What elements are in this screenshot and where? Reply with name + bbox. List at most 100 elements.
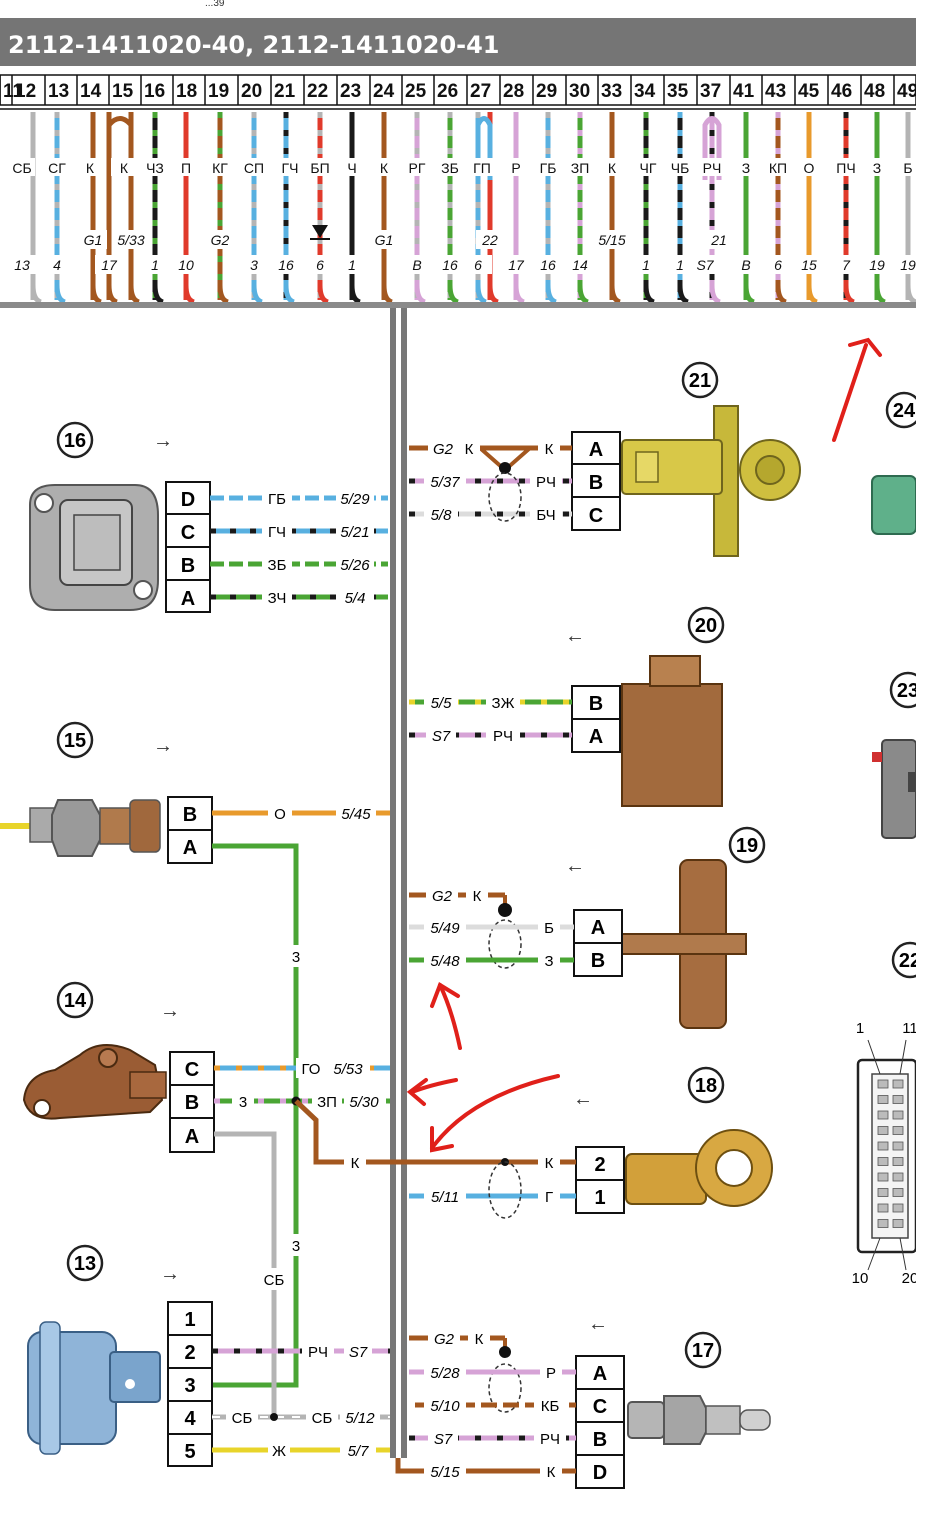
wire-ref: 5/45 — [341, 806, 371, 823]
wire-code: ЗБ — [441, 160, 459, 176]
connector-18: 2 1 — [575, 1146, 625, 1214]
wire-ref: 5/10 — [430, 1398, 460, 1415]
wire-code: ГЧ — [268, 524, 286, 541]
wire-ref: 5/8 — [431, 507, 453, 524]
knock-sensor-body — [625, 1129, 773, 1207]
component-22-label: 22 — [899, 950, 921, 972]
wire-ref: 6 — [774, 257, 782, 273]
pin-label: 1 — [184, 1309, 195, 1331]
pin-label: C — [181, 522, 195, 544]
wire-code: Б — [544, 920, 554, 937]
wire-code: 3 — [239, 1094, 247, 1111]
component-13: 13 → 1 2 3 4 5 РЧ S7 СБ СБ 5/12 — [27, 1244, 390, 1467]
connector-15: B A — [167, 796, 213, 864]
wire-ref: 21 — [710, 232, 727, 248]
oxygen-sensor-body — [29, 799, 161, 857]
connector-13: 1 2 3 4 5 — [167, 1301, 213, 1467]
wire-ref: 5/7 — [348, 1443, 370, 1460]
wire-ref: 1 — [676, 257, 684, 273]
pin-label: D — [181, 489, 195, 511]
wire-code: З — [742, 160, 750, 176]
pin-label: B — [589, 472, 603, 494]
component-21: 21 A B C G2 К К 5/37 РЧ 5/8 БЧ — [409, 361, 801, 557]
wire-code: К — [545, 441, 554, 458]
component-20: 20 ← B A 5/5 ЗЖ S7 РЧ — [409, 606, 725, 807]
connector-arrow-icon: → — [160, 1000, 180, 1022]
wire-code: Г — [545, 1189, 553, 1206]
wire-code: СП — [244, 160, 264, 176]
wire-code: КБ — [541, 1398, 560, 1415]
airflow-sensor-body — [27, 1321, 161, 1455]
pin-number: 18 — [176, 81, 197, 102]
wire-code: КГ — [212, 160, 228, 176]
wire-code: СБ — [12, 160, 31, 176]
wire-code: К — [120, 160, 129, 176]
pin-number: 49 — [897, 81, 918, 102]
connector-14: C B A — [169, 1051, 215, 1153]
wire-code: ГБ — [268, 491, 286, 508]
pin-number: 27 — [470, 81, 491, 102]
wire-code: П — [181, 160, 191, 176]
pin-label: 2 — [184, 1342, 195, 1364]
wire-ref: 1 — [151, 257, 159, 273]
pin-number: 30 — [569, 81, 590, 102]
wire-code: ГО — [302, 1061, 321, 1078]
wire-code: РЧ — [540, 1431, 560, 1448]
wire-ref: 16 — [442, 257, 458, 273]
pin-number: 21 — [274, 81, 296, 102]
wire-ref: 5/48 — [430, 953, 460, 970]
pin-number: 41 — [733, 81, 755, 102]
pin-label: B — [185, 1092, 199, 1114]
wire-ref: 5/26 — [340, 557, 370, 574]
component-14-label: 14 — [64, 990, 87, 1012]
red-arrow-icon — [832, 337, 882, 442]
wire-ref: G1 — [84, 232, 103, 248]
pin-label: 5 — [184, 1441, 195, 1463]
wire-code: К — [380, 160, 389, 176]
wire-ref: 5/29 — [340, 491, 370, 508]
throttle-position-body — [621, 405, 801, 557]
wire-code: О — [804, 160, 815, 176]
connector-16: D C B A — [165, 481, 211, 613]
wire-code: К — [545, 1155, 554, 1172]
wire-ref: G1 — [375, 232, 394, 248]
wire-ref: 15 — [801, 257, 817, 273]
wire-ref: 5/4 — [345, 590, 366, 607]
wire-code: КП — [769, 160, 787, 176]
header-top-cut: ...39 — [205, 0, 225, 9]
pin-label: C — [589, 505, 603, 527]
red-arrow-icon — [430, 1074, 560, 1153]
pin-number: 37 — [700, 81, 721, 102]
wire-code: СБ — [312, 1410, 333, 1427]
wire-code: З — [544, 953, 553, 970]
pin-label: A — [591, 917, 605, 939]
pin-number: 34 — [634, 81, 656, 102]
wire-ref: 7 — [842, 257, 851, 273]
pin-number: 20 — [241, 81, 262, 102]
wire-ref: 6 — [474, 257, 482, 273]
wire-code: ГП — [473, 160, 491, 176]
pin-label: B — [591, 950, 605, 972]
wire-code: РГ — [409, 160, 426, 176]
connector-arrow-icon: ← — [565, 625, 585, 647]
wire-code: ЗП — [571, 160, 590, 176]
wire-ref: 5/37 — [430, 474, 460, 491]
pin-number: 25 — [405, 81, 427, 102]
position-sensor-body — [29, 484, 159, 611]
wire-ref: 6 — [316, 257, 324, 273]
pin-number: 10 — [852, 1270, 869, 1287]
wire-ref: 14 — [572, 257, 588, 273]
pin-label: B — [593, 1429, 607, 1451]
wire-code: ЗП — [317, 1094, 337, 1111]
shield-ground-dot — [499, 1346, 511, 1358]
wire-code: З — [873, 160, 881, 176]
pin-label: 4 — [184, 1408, 196, 1430]
wire-ref: 22 — [481, 232, 498, 248]
component-15-label: 15 — [64, 730, 86, 752]
connector-arrow-icon: → — [153, 735, 173, 757]
position-sensor-19-body — [621, 859, 747, 1029]
pin-label: 1 — [594, 1187, 605, 1209]
